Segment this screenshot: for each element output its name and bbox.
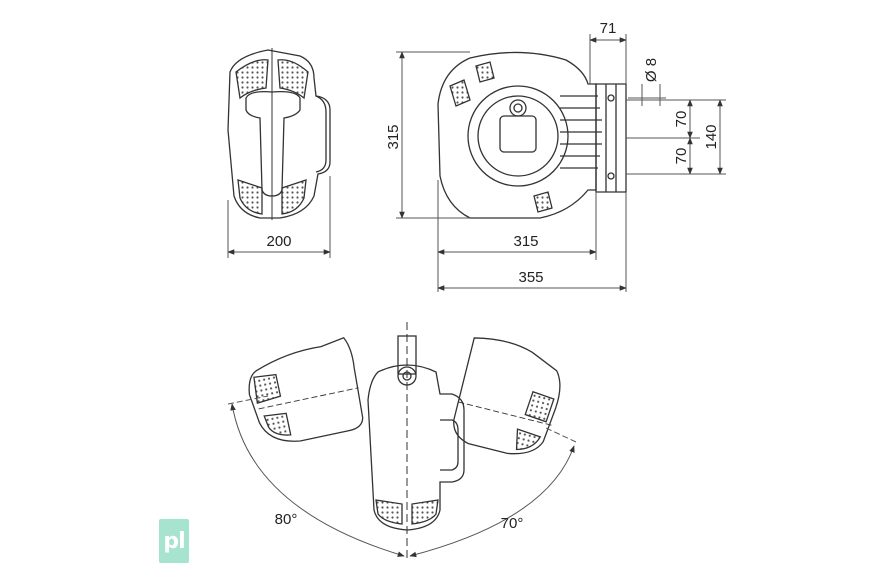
bracket-height-label: 140 [703, 124, 720, 149]
height-label: 315 [385, 124, 402, 149]
front-width-label: 315 [513, 233, 538, 250]
drum [467, 85, 569, 187]
left-angle-label: 80° [275, 511, 298, 528]
hole-spacing-lower-label: 70 [673, 148, 690, 165]
swivel-post [397, 335, 417, 375]
front-view-housing [437, 51, 597, 219]
brand-logo: pl [159, 519, 189, 563]
right-angle-label: 70° [501, 515, 524, 532]
swivel-right-unit [453, 337, 561, 455]
dim-side-width [227, 176, 331, 258]
swivel-left-unit [248, 336, 364, 442]
front-dimensions [396, 34, 726, 292]
side-view-body [227, 49, 331, 219]
left-angle-arc [230, 403, 405, 557]
right-angle-arc [409, 445, 575, 558]
side-width-label: 200 [266, 233, 291, 250]
hole-spacing-upper-label: 70 [673, 111, 690, 128]
side-view [227, 48, 331, 220]
wall-bracket [595, 83, 627, 193]
swivel-angle-arcs [227, 395, 577, 558]
bracket-depth-label: 71 [600, 20, 617, 37]
side-view-handle [245, 90, 301, 197]
drum-window [499, 115, 537, 153]
front-view [437, 51, 627, 219]
overall-width-label: 355 [518, 269, 543, 286]
hole-diameter-label: Ø 8 [643, 58, 660, 82]
